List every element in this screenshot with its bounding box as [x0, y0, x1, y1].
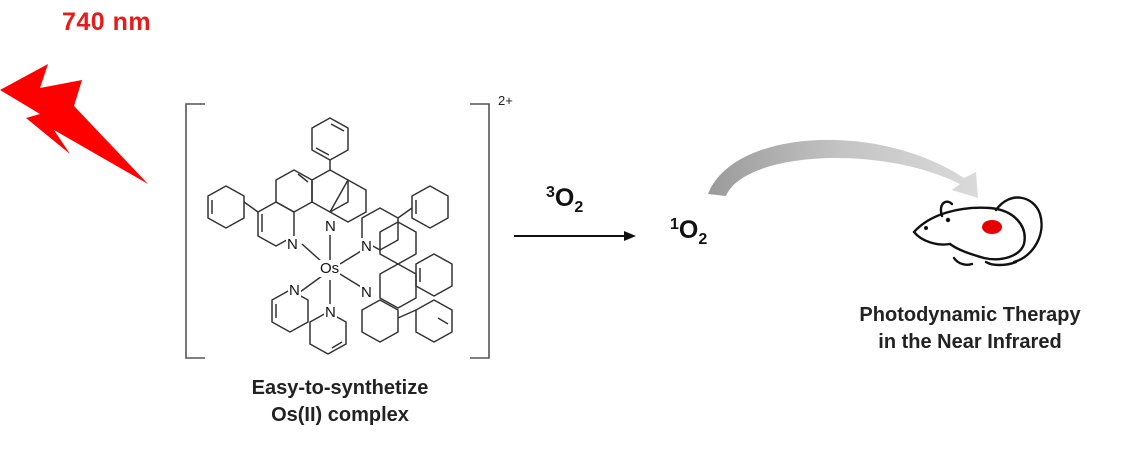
curved-arrow	[708, 139, 978, 198]
tumor-spot	[982, 220, 1002, 234]
atom-label-n: N	[324, 218, 337, 235]
complex-brackets	[185, 103, 490, 359]
lightning-bolt-icon	[0, 64, 148, 184]
atom-label-n: N	[360, 284, 373, 301]
product-singlet-oxygen: 1O2	[670, 216, 708, 248]
reaction-arrow	[514, 231, 636, 241]
complex-charge: 2+	[498, 93, 513, 108]
metal-label-os: Os	[319, 260, 341, 277]
atom-label-n: N	[288, 282, 301, 299]
atom-label-n: N	[360, 238, 373, 255]
reactant-triplet-oxygen: 3O2	[546, 184, 584, 216]
complex-caption: Easy-to-synthetize Os(II) complex	[251, 377, 429, 426]
wavelength-label: 740 nm	[62, 8, 152, 36]
application-caption: Photodynamic Therapy in the Near Infrare…	[859, 304, 1081, 353]
atom-label-n: N	[324, 304, 337, 321]
os-complex-structure	[207, 117, 453, 355]
mouse-icon	[912, 196, 1043, 267]
atom-label-n: N	[286, 236, 299, 253]
